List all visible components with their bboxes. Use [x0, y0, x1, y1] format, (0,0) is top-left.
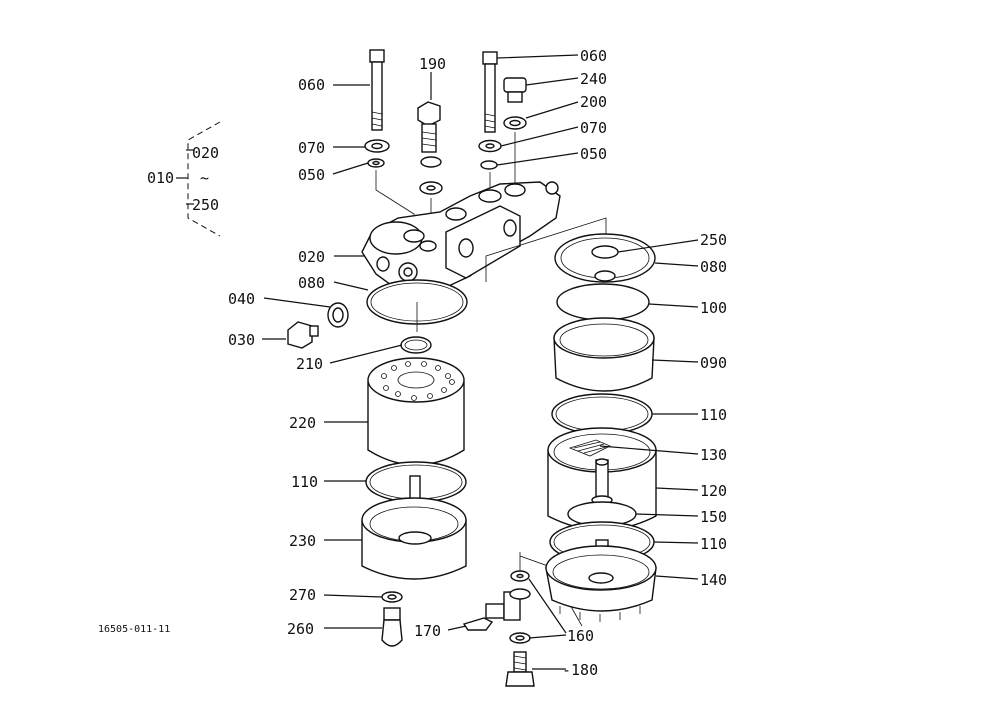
label-130: 130	[700, 446, 727, 464]
plug-030	[287, 321, 319, 349]
leader-lines	[262, 54, 699, 670]
label-160: 160	[567, 627, 594, 645]
air-vent-bolt-190	[417, 101, 441, 153]
label-210: 210	[296, 355, 323, 373]
bolt-180	[505, 651, 535, 687]
label-150: 150	[700, 508, 727, 526]
label-110-right-top: 110	[700, 406, 727, 424]
group-bracket	[176, 121, 221, 237]
label-220: 220	[289, 414, 316, 432]
diagram-id: 16505-011-11	[98, 624, 170, 635]
label-170: 170	[414, 622, 441, 640]
label-040: 040	[228, 290, 255, 308]
label-group-bottom: 250	[192, 196, 219, 214]
label-020: 020	[298, 248, 325, 266]
washer-190	[420, 156, 442, 168]
label-110-left: 110	[291, 473, 318, 491]
label-240: 240	[580, 70, 607, 88]
ring-nut-140	[545, 539, 657, 622]
label-190: 190	[419, 55, 446, 73]
fitting-260	[381, 607, 403, 647]
plug-240	[503, 77, 527, 103]
label-230: 230	[289, 532, 316, 550]
filter-element-220	[367, 357, 465, 466]
drain-cock-170	[462, 588, 531, 631]
lock-washer-050-right	[480, 160, 498, 170]
cup-230	[361, 475, 467, 580]
label-group-sep: ~	[200, 169, 209, 187]
label-090: 090	[700, 354, 727, 372]
label-100: 100	[700, 299, 727, 317]
label-060-right: 060	[580, 47, 607, 65]
label-060-left: 060	[298, 76, 325, 94]
label-070-right: 070	[580, 119, 607, 137]
o-ring-210	[400, 336, 432, 354]
label-030: 030	[228, 331, 255, 349]
bolt-060-left	[369, 49, 385, 131]
label-050-left: 050	[298, 166, 325, 184]
label-110-right-bottom: 110	[700, 535, 727, 553]
label-200: 200	[580, 93, 607, 111]
label-270: 270	[289, 586, 316, 604]
label-group-top: 020	[192, 144, 219, 162]
label-group-prefix: 010	[147, 169, 174, 187]
label-080-left: 080	[298, 274, 325, 292]
o-ring-250	[591, 245, 619, 259]
label-180: -180	[562, 661, 598, 679]
label-070-left: 070	[298, 139, 325, 157]
label-050-right: 050	[580, 145, 607, 163]
seal-100	[556, 283, 650, 321]
label-120: 120	[700, 482, 727, 500]
float-130	[568, 439, 611, 457]
cup-090	[553, 317, 655, 392]
label-250-right: 250	[700, 231, 727, 249]
label-260: 260	[287, 620, 314, 638]
label-140: 140	[700, 571, 727, 589]
label-080-right: 080	[700, 258, 727, 276]
bolt-060-right	[482, 51, 498, 133]
